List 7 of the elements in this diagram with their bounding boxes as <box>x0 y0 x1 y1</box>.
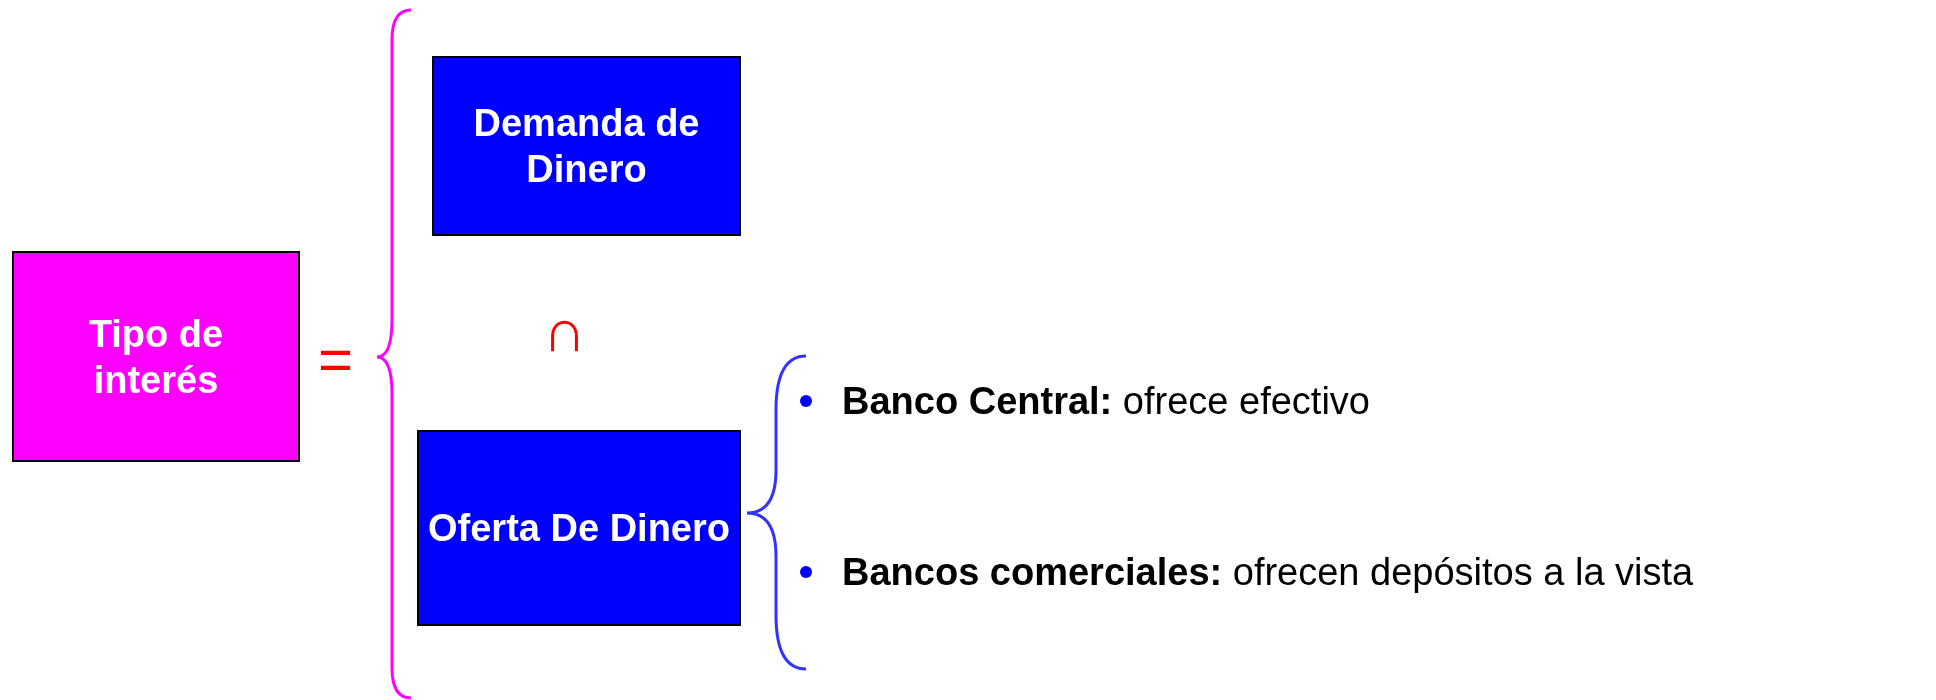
intersection-symbol: ∩ <box>543 296 587 366</box>
equals-sign: = <box>318 330 354 390</box>
text-box: Demanda de Dinero <box>432 56 741 236</box>
bullet-text: Banco Central: ofrece efectivo <box>842 379 1370 423</box>
text-box: Tipo de interés <box>12 251 300 462</box>
text-box: Oferta De Dinero <box>417 430 741 626</box>
bullet-text: Bancos comerciales: ofrecen depósitos a la vista <box>842 550 1694 594</box>
